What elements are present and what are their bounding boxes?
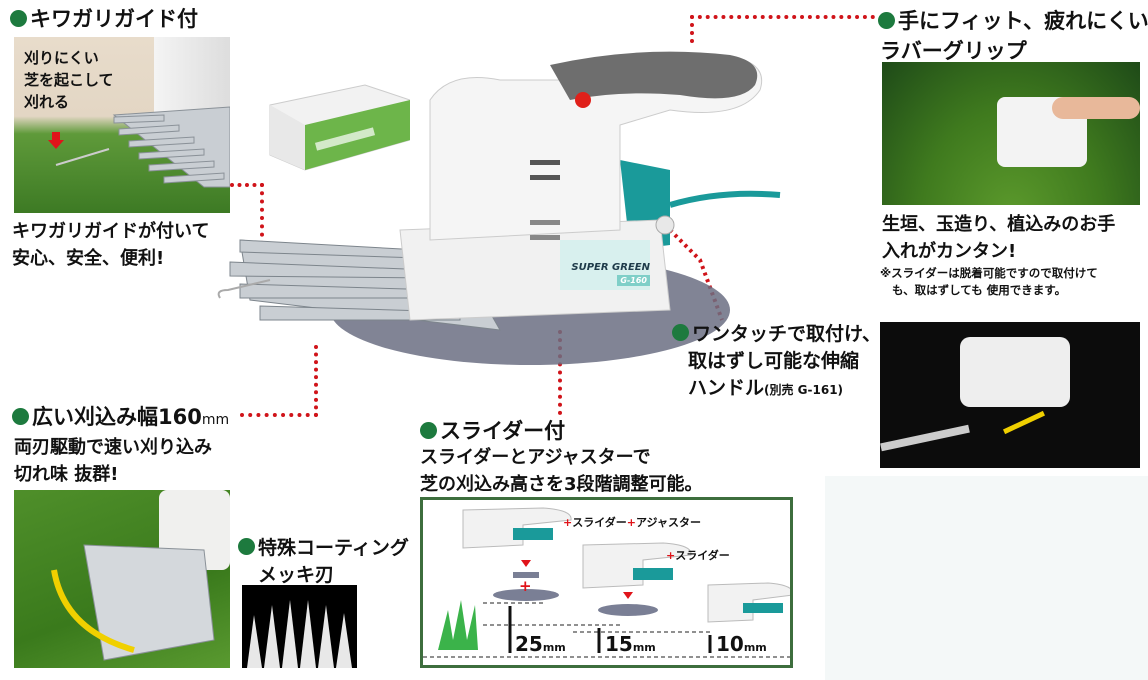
width-title-text: 広い刈込み幅160 [32, 405, 202, 429]
slider-title-text: スライダー付 [440, 419, 566, 443]
height-label-25: 25mm [515, 632, 566, 656]
config-text: アジャスター [636, 516, 702, 529]
height-label-10: 10mm [716, 632, 767, 656]
bullet-icon [12, 408, 29, 425]
caption-line: 芝を起こして [24, 71, 114, 89]
connector-line [690, 15, 875, 43]
height-unit: mm [632, 641, 656, 654]
connector-line [558, 330, 562, 415]
slider-description: スライダーとアジャスターで 芝の刈込み高さを3段階調整可能。 [420, 444, 703, 498]
height-value: 25 [515, 632, 543, 656]
caption-line: 刈りにくい [24, 49, 99, 67]
height-adjust-diagram: +スライダー+アジャスター +スライダー + 25mm 15mm 10mm [420, 497, 793, 668]
config-label-slider: +スライダー [666, 547, 730, 563]
handle-pole-image [880, 424, 970, 452]
note-line: も、取はずしても 使用できます。 [892, 283, 1067, 297]
caption-line: 刈れる [24, 93, 70, 111]
description-line: キワガリガイドが付いて [12, 221, 210, 242]
bullet-icon [238, 538, 255, 555]
config-text: スライダー [572, 516, 627, 529]
plus-icon: + [666, 549, 676, 562]
config-text: スライダー [675, 549, 730, 562]
plus-icon: + [626, 516, 636, 529]
coating-title-line: メッキ刃 [258, 564, 335, 586]
coating-title-line: 特殊コーティング [258, 537, 409, 559]
height-unit: mm [743, 641, 767, 654]
edge-guide-photo-caption: 刈りにくい 芝を起こして 刈れる [24, 47, 114, 113]
grip-note: ※スライダーは脱着可能ですので取付けて も、取はずしても 使用できます。 [880, 265, 1098, 299]
handle-photo [880, 322, 1140, 468]
bullet-icon [672, 324, 689, 341]
hand-image [1052, 97, 1140, 119]
product-model-text: G-160 [617, 275, 650, 286]
grip-title-line: 手にフィット、疲れにくい [898, 9, 1148, 33]
coating-blade-photo [242, 585, 357, 668]
edge-guide-title: キワガリガイド付 [10, 6, 198, 32]
description-line: 生垣、玉造り、植込みのお手 [882, 214, 1116, 235]
bullet-icon [420, 422, 437, 439]
description-line: 入れがカンタン! [882, 241, 1017, 262]
coating-title: 特殊コーティング メッキ刃 [238, 534, 409, 589]
product-label: SUPER GREEN G-160 [562, 262, 650, 286]
background-panel [825, 476, 1148, 680]
description-line: 安心、安全、便利! [12, 248, 165, 269]
height-value: 15 [605, 632, 633, 656]
grip-title-line: ラバーグリップ [880, 39, 1027, 63]
product-label-text: SUPER GREEN [571, 262, 650, 273]
width-description: 両刃駆動で速い刈り込み 切れ味 抜群! [14, 434, 212, 488]
description-line: スライダーとアジャスターで [420, 447, 651, 468]
width-unit: mm [201, 412, 230, 428]
config-label-slider-adjuster: +スライダー+アジャスター [563, 514, 701, 530]
grip-description: 生垣、玉造り、植込みのお手 入れがカンタン! [882, 211, 1115, 265]
grip-title: 手にフィット、疲れにくい ラバーグリップ [878, 8, 1148, 64]
description-line: 芝の刈込み高さを3段階調整可能。 [420, 474, 703, 495]
red-arrow-icon [48, 132, 64, 149]
bullet-icon [10, 10, 27, 27]
height-label-15: 15mm [605, 632, 656, 656]
curved-arrow-icon [51, 569, 135, 653]
description-line: 両刃駆動で速い刈り込み [14, 437, 212, 458]
handle-title-line: 取はずし可能な伸縮 [688, 350, 860, 372]
width-title: 広い刈込み幅160mm [12, 404, 229, 433]
sold-separately-label: (別売 G-161) [764, 383, 844, 397]
slider-title: スライダー付 [420, 418, 565, 444]
edge-guide-description: キワガリガイドが付いて 安心、安全、便利! [12, 218, 209, 272]
plus-icon: + [519, 577, 532, 595]
width-photo [14, 490, 230, 668]
connector-line [230, 183, 264, 278]
connector-line [240, 345, 318, 417]
handle-feature: ワンタッチで取付け、 取はずし可能な伸縮 ハンドル(別売 G-161) [672, 320, 881, 404]
blade-illustration [48, 106, 230, 188]
height-value: 10 [716, 632, 744, 656]
double-arrow-icon [1003, 410, 1045, 435]
height-unit: mm [542, 641, 566, 654]
edge-guide-title-text: キワガリガイド付 [30, 7, 198, 31]
edge-guide-photo: 刈りにくい 芝を起こして 刈れる [14, 37, 230, 213]
description-line: 切れ味 抜群! [14, 464, 119, 485]
handle-title-line: ハンドル [688, 377, 765, 399]
note-line: ※スライダーは脱着可能ですので取付けて [880, 266, 1098, 280]
grip-photo [882, 62, 1140, 205]
trimmer-image [960, 337, 1070, 407]
bullet-icon [878, 12, 895, 29]
handle-title-line: ワンタッチで取付け、 [692, 323, 882, 345]
plus-icon: + [563, 516, 573, 529]
